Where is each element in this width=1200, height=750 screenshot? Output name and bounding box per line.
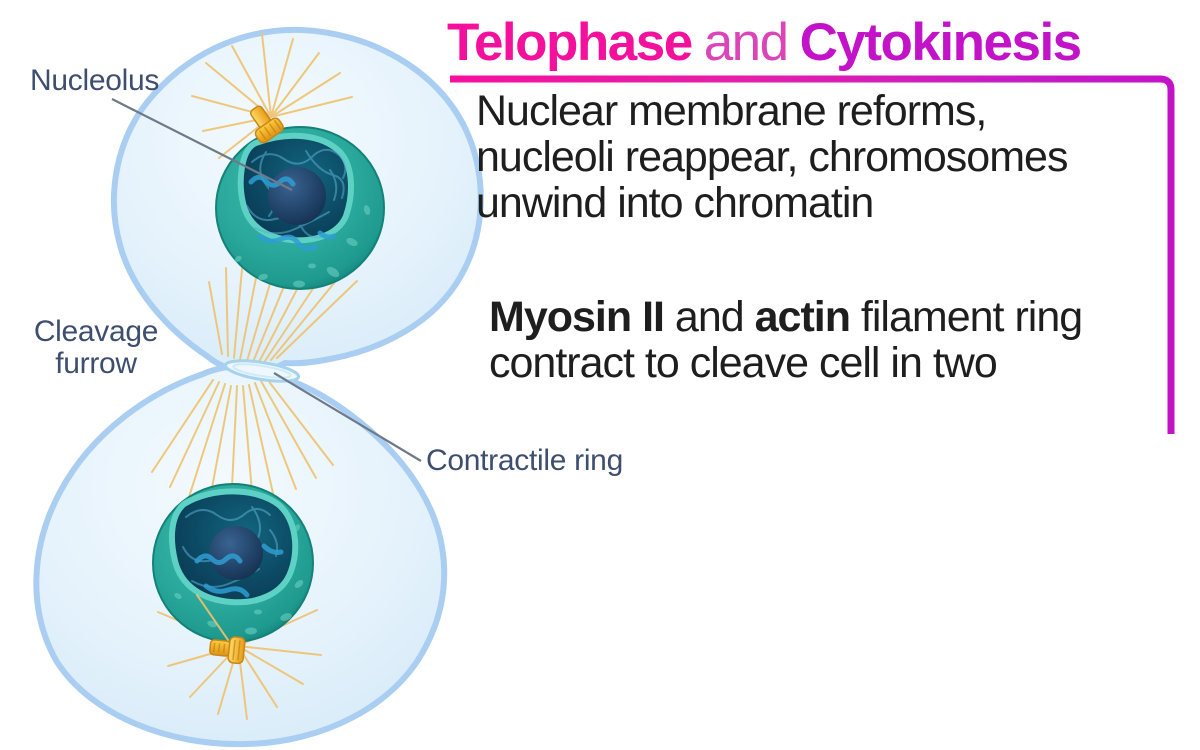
title-connector: and [703,13,789,72]
title-word-telophase: Telophase [447,13,693,72]
nucleolus [209,526,263,580]
spindle-fibers [151,249,358,508]
cleavage-furrow-label-line: Cleavage [33,315,159,348]
leader-line [111,98,293,191]
title-word-cytokinesis: Cytokinesis [799,13,1083,72]
mechanism-line: contract to cleave cell in two [489,339,998,387]
nucleolus-label: Nucleolus [30,64,160,97]
mechanism-text: filament ring [849,293,1083,341]
centriole-icon [209,636,246,665]
description-line: nucleoli reappear, chromosomes [476,133,1068,181]
actin-term: actin [754,293,851,341]
nucleus [215,126,385,290]
centriole-icon [249,105,284,144]
mechanism-line: Myosin II and actin filament ring [489,293,1083,341]
title-underline [450,75,1175,434]
aster-ray [196,594,229,641]
description-line: Nuclear membrane reforms, [476,87,987,135]
nucleus [152,483,314,643]
description-paragraph: Nuclear membrane reforms, nucleoli reapp… [476,87,1068,227]
contractile-ring-label: Contractile ring [426,444,623,477]
leader-line [273,372,422,462]
chromatin [194,543,284,598]
description-line: unwind into chromatin [476,179,874,227]
nucleus-speckles [174,524,304,635]
chromatin [248,174,337,252]
myosin-term: Myosin II [489,293,665,341]
chromatin [246,148,347,239]
mechanism-paragraph: Myosin II and actin filament ring contra… [489,293,1083,387]
cleavage-furrow-label-line: furrow [55,347,137,380]
cleavage-furrow-label: Cleavage furrow [12,316,180,380]
nucleolus [268,167,326,225]
mechanism-text: and [663,293,755,341]
